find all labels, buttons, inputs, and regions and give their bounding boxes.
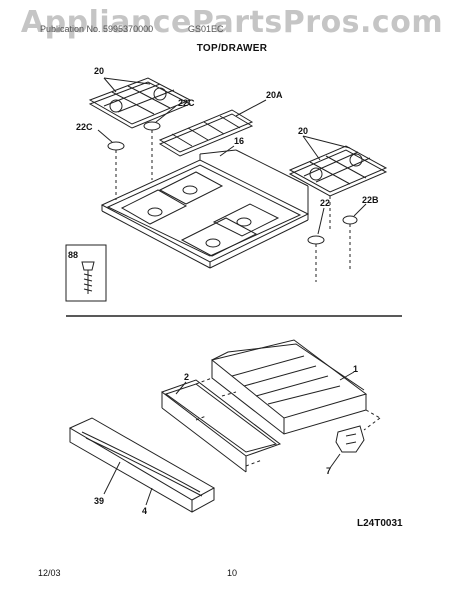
alignment-lines-lower bbox=[195, 377, 381, 467]
callout-2: 2 bbox=[184, 372, 189, 382]
callout-16: 16 bbox=[234, 136, 244, 146]
callout-39: 39 bbox=[94, 496, 104, 506]
footer-page-number: 10 bbox=[227, 568, 238, 578]
publication-number: Publication No. 5995370000 bbox=[40, 24, 154, 34]
callout-20a: 20A bbox=[266, 90, 283, 100]
burner-cap-22c-upper bbox=[143, 121, 161, 131]
section-title: TOP/DRAWER bbox=[196, 43, 268, 54]
callout-4: 4 bbox=[142, 506, 147, 516]
burner-cap-22c-lower bbox=[107, 141, 125, 151]
callout-22c-upper: 22C bbox=[178, 98, 195, 108]
callout-22: 22 bbox=[320, 198, 330, 208]
screw-88-frame bbox=[65, 244, 107, 302]
drawer-body bbox=[210, 339, 368, 435]
callout-22c-lower: 22C bbox=[76, 122, 93, 132]
cooktop bbox=[100, 149, 310, 269]
diagram-code: L24T0031 bbox=[357, 518, 403, 529]
burner-cap-22b bbox=[342, 215, 358, 225]
callout-88: 88 bbox=[68, 250, 78, 260]
screw-88-icon bbox=[81, 261, 95, 294]
model-code: GS01EC bbox=[188, 24, 224, 34]
callout-1: 1 bbox=[353, 364, 358, 374]
alignment-lines-upper bbox=[115, 130, 351, 282]
footer-date: 12/03 bbox=[38, 568, 61, 578]
drawer-front bbox=[68, 417, 216, 513]
grate-right bbox=[288, 145, 388, 197]
callout-20-right: 20 bbox=[298, 126, 308, 136]
callout-22b: 22B bbox=[362, 195, 379, 205]
grate-center bbox=[158, 109, 254, 157]
burner-cap-22 bbox=[307, 235, 325, 245]
leader-lines-lower bbox=[103, 371, 355, 506]
grate-left bbox=[88, 77, 192, 129]
callout-7: 7 bbox=[326, 466, 331, 476]
callout-20-left: 20 bbox=[94, 66, 104, 76]
clip-7-icon bbox=[335, 425, 365, 453]
leader-lines-upper bbox=[97, 77, 367, 235]
